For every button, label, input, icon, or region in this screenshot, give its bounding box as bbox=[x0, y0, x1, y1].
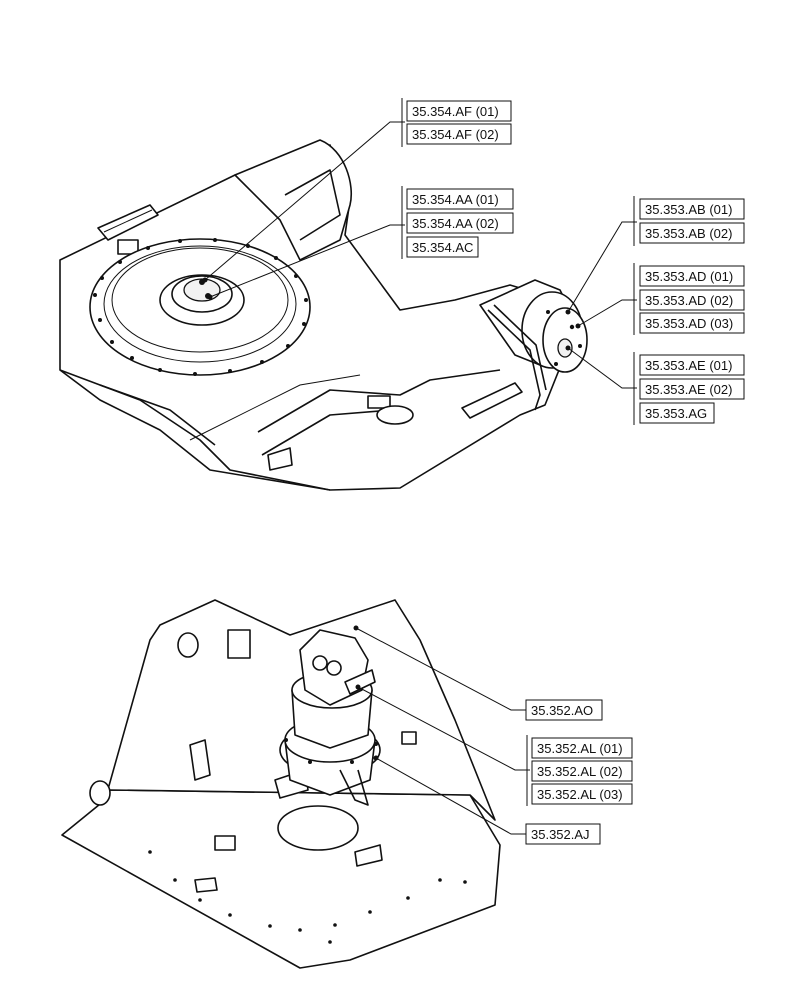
callout-label: 35.353.AB (01) bbox=[645, 202, 732, 217]
callout-label: 35.352.AL (02) bbox=[537, 764, 623, 779]
callout-label: 35.352.AJ bbox=[531, 827, 590, 842]
plate-bolt-holes bbox=[148, 850, 467, 944]
callout-35-354-af-02[interactable]: 35.354.AF (02) bbox=[406, 123, 512, 145]
ring-bolt-holes bbox=[93, 238, 308, 376]
callout-label: 35.353.AE (02) bbox=[645, 382, 732, 397]
callout-label: 35.354.AF (02) bbox=[412, 127, 499, 142]
callout-35-353-ag[interactable]: 35.353.AG bbox=[639, 402, 715, 424]
callout-label: 35.352.AL (01) bbox=[537, 741, 623, 756]
base-frame-illustration bbox=[61, 599, 501, 969]
callout-35-354-af-01[interactable]: 35.354.AF (01) bbox=[406, 100, 512, 122]
callout-35-352-al-01[interactable]: 35.352.AL (01) bbox=[531, 737, 633, 759]
callout-35-352-al-03[interactable]: 35.352.AL (03) bbox=[531, 783, 633, 805]
callout-group-ad: 35.353.AD (01) 35.353.AD (02) 35.353.AD … bbox=[633, 263, 745, 335]
callout-35-353-ad-01[interactable]: 35.353.AD (01) bbox=[639, 265, 745, 287]
callout-group-aa: 35.354.AA (01) 35.354.AA (02) 35.354.AC bbox=[401, 186, 514, 259]
callout-35-352-ao[interactable]: 35.352.AO bbox=[525, 699, 603, 721]
callout-label: 35.353.AD (02) bbox=[645, 293, 733, 308]
callout-35-353-ae-02[interactable]: 35.353.AE (02) bbox=[639, 378, 745, 400]
callout-group-al: 35.352.AL (01) 35.352.AL (02) 35.352.AL … bbox=[526, 735, 633, 806]
callout-35-354-aa-01[interactable]: 35.354.AA (01) bbox=[406, 188, 514, 210]
callout-label: 35.353.AB (02) bbox=[645, 226, 732, 241]
callout-35-352-al-02[interactable]: 35.352.AL (02) bbox=[531, 760, 633, 782]
upper-frame-illustration bbox=[59, 139, 588, 491]
callout-label: 35.353.AG bbox=[645, 406, 707, 421]
callout-label: 35.353.AE (01) bbox=[645, 358, 732, 373]
callout-label: 35.353.AD (03) bbox=[645, 316, 733, 331]
callout-35-352-aj[interactable]: 35.352.AJ bbox=[525, 823, 601, 845]
callout-group-ab: 35.353.AB (01) 35.353.AB (02) bbox=[633, 196, 745, 246]
callout-label: 35.352.AO bbox=[531, 703, 593, 718]
callout-label: 35.354.AF (01) bbox=[412, 104, 499, 119]
callout-35-354-aa-02[interactable]: 35.354.AA (02) bbox=[406, 212, 514, 234]
callout-label: 35.354.AA (02) bbox=[412, 216, 499, 231]
leader-lines bbox=[202, 121, 637, 835]
callout-35-353-ab-01[interactable]: 35.353.AB (01) bbox=[639, 198, 745, 220]
callout-label: 35.352.AL (03) bbox=[537, 787, 623, 802]
callout-35-354-ac[interactable]: 35.354.AC bbox=[406, 236, 479, 258]
callout-35-353-ae-01[interactable]: 35.353.AE (01) bbox=[639, 354, 745, 376]
callout-group-af: 35.354.AF (01) 35.354.AF (02) bbox=[401, 98, 512, 147]
callout-35-353-ad-02[interactable]: 35.353.AD (02) bbox=[639, 289, 745, 311]
callout-group-ae: 35.353.AE (01) 35.353.AE (02) 35.353.AG bbox=[633, 352, 745, 425]
callout-label: 35.354.AC bbox=[412, 240, 473, 255]
callout-label: 35.354.AA (01) bbox=[412, 192, 499, 207]
callout-35-353-ab-02[interactable]: 35.353.AB (02) bbox=[639, 222, 745, 244]
callout-label: 35.353.AD (01) bbox=[645, 269, 733, 284]
callout-35-353-ad-03[interactable]: 35.353.AD (03) bbox=[639, 312, 745, 334]
